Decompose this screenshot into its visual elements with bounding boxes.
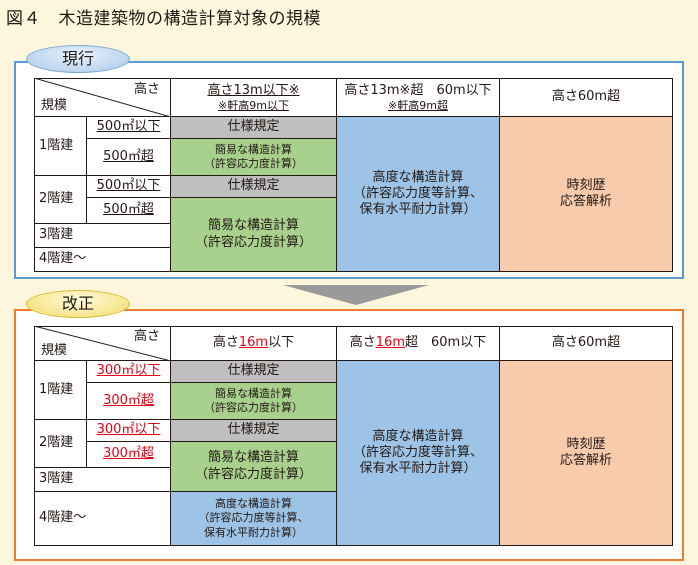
advanced-calc-revised: 高度な構造計算（許容応力度等計算、保有水平耐力計算） xyxy=(336,360,500,546)
down-arrow-icon xyxy=(283,285,429,305)
row-1f-area-gt: 500㎡超 xyxy=(86,138,171,176)
row-4f-label-revised: 4階建～ xyxy=(34,491,171,546)
header-corner-revised: 高さ 規模 xyxy=(34,326,171,361)
row-1f-area-le-revised: 300㎡以下 xyxy=(86,360,171,383)
header-scale-label-revised: 規模 xyxy=(41,342,68,358)
header-col2-note: ※軒高9m超 xyxy=(388,98,448,112)
row-2f-area-le-revised: 300㎡以下 xyxy=(86,419,171,442)
row-4f-label: 4階建～ xyxy=(34,247,171,272)
corner-diagonal-revised xyxy=(34,326,171,361)
spec-rule-2f: 仕様規定 xyxy=(170,175,337,198)
corner-diagonal xyxy=(34,78,171,117)
row-3f-label-revised: 3階建 xyxy=(34,467,171,492)
row-2f-area-gt: 500㎡超 xyxy=(86,197,171,224)
advanced-calc-4f-revised: 高度な構造計算（許容応力度等計算、保有水平耐力計算） xyxy=(170,491,337,546)
row-3f-label: 3階建 xyxy=(34,223,171,248)
header-height-label-revised: 高さ xyxy=(133,329,160,344)
header-col1-main: 高さ13m以下※ xyxy=(207,82,300,98)
header-col1: 高さ13m以下※ ※軒高9m以下 xyxy=(170,78,337,117)
simple-calc-1f: 簡易な構造計算（許容応力度計算） xyxy=(170,138,337,176)
simple-calc-2f-3f: 簡易な構造計算（許容応力度計算） xyxy=(170,197,337,272)
header-height-label: 高さ xyxy=(133,82,160,97)
row-1f-area-gt-revised: 300㎡超 xyxy=(86,382,171,420)
spec-rule-1f: 仕様規定 xyxy=(170,116,337,139)
header-scale-label: 規模 xyxy=(41,97,68,113)
row-2f-area-le: 500㎡以下 xyxy=(86,175,171,198)
simple-calc-2f-3f-revised: 簡易な構造計算（許容応力度計算） xyxy=(170,441,337,492)
row-1f-label-revised: 1階建 xyxy=(34,360,87,420)
time-history-analysis-revised: 時刻歴応答解析 xyxy=(499,360,673,546)
header-col2-main: 高さ13m※超 60m以下 xyxy=(344,82,492,98)
row-2f-label-revised: 2階建 xyxy=(34,419,87,468)
spec-rule-1f-revised: 仕様規定 xyxy=(170,360,337,383)
header-col2: 高さ13m※超 60m以下 ※軒高9m超 xyxy=(336,78,500,117)
figure-title: 図４ 木造建築物の構造計算対象の規模 xyxy=(6,9,321,29)
time-history-analysis: 時刻歴応答解析 xyxy=(499,116,673,272)
header-col1-note: ※軒高9m以下 xyxy=(218,98,289,112)
row-2f-area-gt-revised: 300㎡超 xyxy=(86,441,171,468)
header-corner: 高さ 規模 xyxy=(34,78,171,117)
row-1f-area-le: 500㎡以下 xyxy=(86,116,171,139)
simple-calc-1f-revised: 簡易な構造計算（許容応力度計算） xyxy=(170,382,337,420)
row-2f-label: 2階建 xyxy=(34,175,87,224)
header-col3-revised: 高さ60m超 xyxy=(499,326,673,361)
spec-rule-2f-revised: 仕様規定 xyxy=(170,419,337,442)
revised-label: 改正 xyxy=(26,290,130,318)
header-col2-revised: 高さ16m超 60m以下 xyxy=(336,326,500,361)
current-label: 現行 xyxy=(26,45,130,73)
row-1f-label: 1階建 xyxy=(34,116,87,176)
header-col3: 高さ60m超 xyxy=(499,78,673,117)
header-col1-revised: 高さ16m以下 xyxy=(170,326,337,361)
advanced-calc: 高度な構造計算（許容応力度等計算、保有水平耐力計算） xyxy=(336,116,500,272)
